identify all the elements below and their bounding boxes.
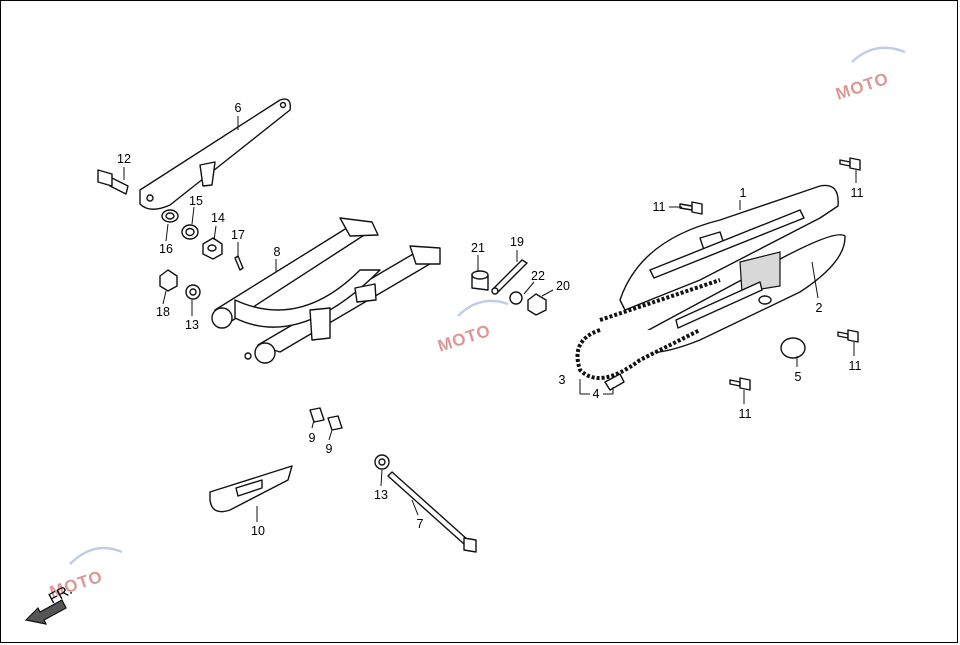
part-10-chain-slider — [209, 465, 293, 513]
callout-11-d: 11 — [739, 407, 752, 421]
part-11-bolt-c — [837, 329, 859, 343]
callout-18: 18 — [156, 305, 170, 319]
callout-19: 19 — [510, 235, 524, 249]
part-11-bolt-d — [729, 377, 751, 391]
part-21-roller — [471, 270, 489, 291]
callout-13-b: 13 — [374, 488, 388, 502]
part-11-bolt-a — [679, 201, 703, 215]
leader-lines — [123, 116, 857, 522]
part-3-drive-chain — [575, 278, 721, 380]
callout-4: 4 — [593, 387, 600, 401]
callout-13-a: 13 — [185, 318, 199, 332]
callout-11-a: 11 — [653, 200, 666, 214]
part-14-nut — [202, 237, 223, 260]
callout-15: 15 — [189, 194, 203, 208]
part-7-axle — [387, 471, 477, 553]
watermark-text: MOTO — [833, 69, 891, 104]
watermark-center: MOTO — [435, 299, 509, 356]
callout-1: 1 — [740, 186, 747, 200]
callout-11-b: 11 — [851, 186, 864, 200]
part-12-bolt — [97, 169, 129, 195]
part-20-nut — [527, 293, 547, 316]
part-9-bushing-a — [309, 407, 325, 423]
part-1-chain-case-upper — [619, 184, 839, 311]
callout-10: 10 — [251, 524, 265, 538]
part-13-washer-a — [185, 284, 201, 300]
part-4-master-link — [604, 373, 625, 391]
arrow-left-down-icon — [24, 599, 67, 625]
part-2-chain-case-lower — [629, 234, 846, 354]
callout-7: 7 — [417, 517, 424, 531]
part-15-washer — [181, 224, 199, 240]
part-16-collar — [161, 209, 179, 223]
callout-9-a: 9 — [309, 431, 316, 445]
part-22-washer — [509, 291, 523, 305]
watermark-text: MOTO — [435, 321, 493, 356]
callout-21: 21 — [471, 241, 485, 255]
watermark-top-right: MOTO — [833, 46, 906, 104]
callout-6: 6 — [235, 101, 242, 115]
callout-2: 2 — [816, 301, 823, 315]
part-5-cap — [780, 337, 806, 359]
callout-14: 14 — [211, 211, 225, 225]
callout-8: 8 — [274, 245, 281, 259]
callout-numbers: 1 2 3 4 5 6 7 8 9 9 10 11 11 11 11 12 13… — [117, 101, 863, 538]
callout-5: 5 — [795, 370, 802, 384]
part-13-washer-b — [374, 454, 390, 470]
part-11-bolt-b — [839, 157, 861, 171]
callout-16: 16 — [159, 242, 173, 256]
part-18-nut — [159, 269, 178, 292]
callout-12: 12 — [117, 152, 131, 166]
part-8-swing-arm — [211, 217, 441, 364]
callout-3: 3 — [559, 373, 566, 387]
part-19-arm — [491, 259, 528, 295]
callout-9-b: 9 — [326, 442, 333, 456]
part-9-bushing-b — [327, 415, 343, 431]
callout-11-c: 11 — [849, 359, 862, 373]
part-6-bracket — [139, 98, 291, 210]
callout-22: 22 — [531, 269, 545, 283]
part-17-cotter-pin — [234, 255, 244, 271]
callout-20: 20 — [556, 279, 570, 293]
callout-17: 17 — [231, 228, 245, 242]
